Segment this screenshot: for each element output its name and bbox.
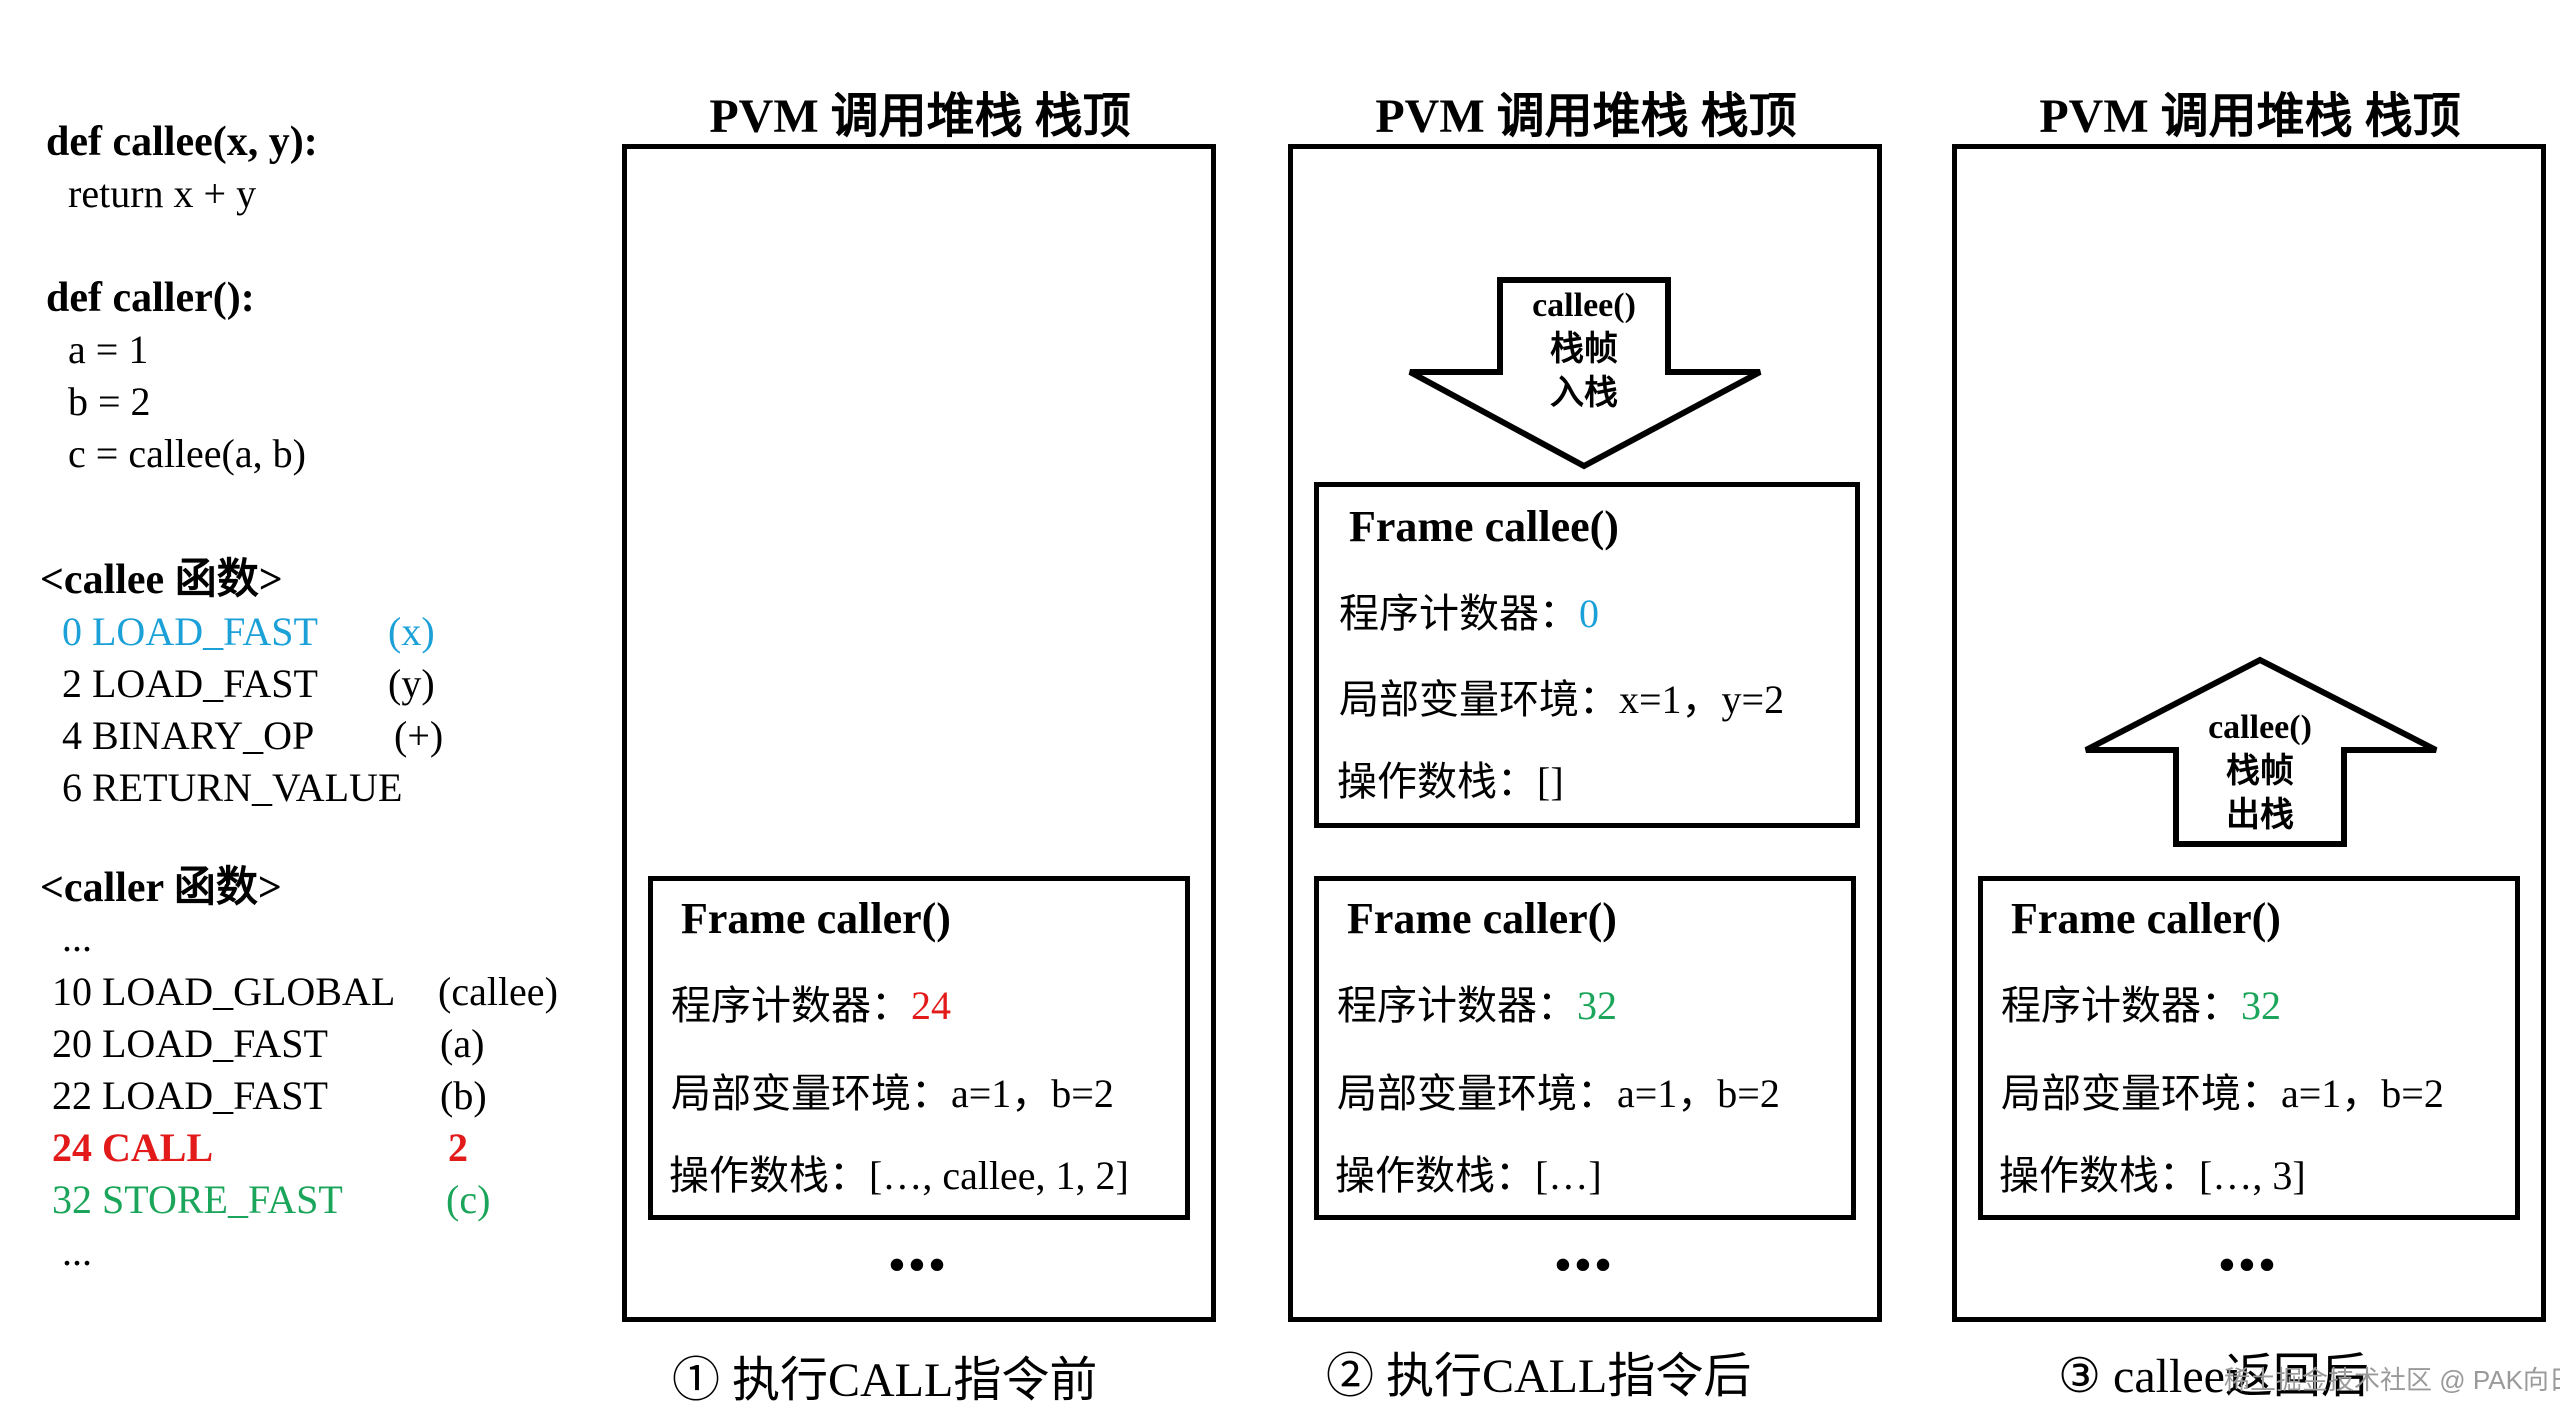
bytecode-op: 20 LOAD_FAST [52, 1021, 328, 1066]
frame-caller: Frame caller() 程序计数器：24 局部变量环境：a=1，b=2 操… [648, 876, 1190, 1220]
bytecode-ellipsis: ... [62, 1229, 92, 1274]
bytecode-arg: (a) [440, 1021, 485, 1066]
bytecode-op-current: 24 CALL [52, 1125, 214, 1170]
bytecode-op: 2 LOAD_FAST [62, 661, 318, 706]
caller-b-line: b = 2 [68, 379, 151, 424]
local-variables: 局部变量环境：a=1，b=2 [1337, 1071, 1780, 1116]
bytecode-arg: (x) [388, 609, 435, 654]
local-variables: 局部变量环境：a=1，b=2 [2001, 1071, 2444, 1116]
arrow-label-line: 出栈 [2226, 797, 2294, 834]
pop-arrow-label: callee() 栈帧 出栈 [2180, 706, 2340, 838]
pc-label: 程序计数器： [671, 983, 911, 1028]
callee-return-line: return x + y [68, 171, 257, 216]
more-frames-ellipsis: ••• [888, 1239, 950, 1290]
pc-label: 程序计数器： [1339, 591, 1579, 636]
arrow-label-line: 入栈 [1550, 375, 1618, 412]
bytecode-ellipsis: ... [62, 915, 92, 960]
frame-callee: Frame callee() 程序计数器：0 局部变量环境：x=1，y=2 操作… [1314, 482, 1860, 828]
caller-a-line: a = 1 [68, 327, 149, 372]
pc-value: 32 [2241, 983, 2281, 1028]
caller-bytecode-heading: <caller 函数> [40, 865, 282, 911]
bytecode-arg: (b) [440, 1073, 487, 1118]
bytecode-op: 4 BINARY_OP [62, 713, 315, 758]
program-counter: 程序计数器：32 [1337, 973, 1617, 1031]
pop-arrow-icon [2084, 656, 2438, 847]
pc-value: 0 [1579, 591, 1599, 636]
panel-title: PVM 调用堆栈 栈顶 [1375, 90, 1797, 143]
panel-caption: ② 执行CALL指令后 [1326, 1350, 1752, 1403]
pc-value: 32 [1577, 983, 1617, 1028]
bytecode-op: 6 RETURN_VALUE [62, 765, 403, 810]
frame-caller: Frame caller() 程序计数器：32 局部变量环境：a=1，b=2 操… [1314, 876, 1856, 1220]
bytecode-arg: (y) [388, 661, 435, 706]
bytecode-op: 10 LOAD_GLOBAL [52, 969, 396, 1014]
push-arrow-icon [1408, 277, 1762, 470]
bytecode-op-next: 32 STORE_FAST [52, 1177, 343, 1222]
panel-title: PVM 调用堆栈 栈顶 [709, 90, 1131, 143]
arrow-label-line: 栈帧 [1550, 331, 1618, 368]
push-arrow-label: callee() 栈帧 入栈 [1504, 284, 1664, 416]
frame-title: Frame caller() [1347, 894, 1617, 943]
bytecode-op: 0 LOAD_FAST [62, 609, 318, 654]
callee-def-line: def callee(x, y): [46, 119, 318, 165]
panel-caption: ③ callee返回后 [2058, 1350, 2369, 1403]
operand-stack: 操作数栈：[] [1337, 759, 1564, 804]
caller-def-line: def caller(): [46, 275, 255, 321]
watermark: 稀土掘金技术社区 @ PAK向日葵 [2224, 1365, 2560, 1395]
frame-title: Frame caller() [2011, 894, 2281, 943]
arrow-label-line: 栈帧 [2226, 753, 2294, 790]
program-counter: 程序计数器：0 [1339, 581, 1599, 639]
program-counter: 程序计数器：32 [2001, 973, 2281, 1031]
more-frames-ellipsis: ••• [1554, 1239, 1616, 1290]
program-counter: 程序计数器：24 [671, 973, 951, 1031]
local-variables: 局部变量环境：x=1，y=2 [1339, 677, 1785, 722]
bytecode-arg: (callee) [438, 969, 558, 1014]
bytecode-arg: (+) [394, 713, 444, 758]
frame-caller: Frame caller() 程序计数器：32 局部变量环境：a=1，b=2 操… [1978, 876, 2520, 1220]
operand-stack: 操作数栈：[…] [1335, 1153, 1602, 1198]
local-variables: 局部变量环境：a=1，b=2 [671, 1071, 1114, 1116]
frame-title: Frame caller() [681, 894, 951, 943]
panel-title: PVM 调用堆栈 栈顶 [2039, 90, 2461, 143]
pc-value: 24 [911, 983, 951, 1028]
arrow-label-line: callee() [1532, 287, 1636, 324]
caller-c-line: c = callee(a, b) [68, 431, 306, 476]
arrow-label-line: callee() [2208, 709, 2312, 746]
operand-stack: 操作数栈：[…, 3] [1999, 1153, 2306, 1198]
bytecode-arg-next: (c) [446, 1177, 491, 1222]
bytecode-op: 22 LOAD_FAST [52, 1073, 328, 1118]
pc-label: 程序计数器： [2001, 983, 2241, 1028]
callee-bytecode-heading: <callee 函数> [40, 557, 283, 603]
panel-caption: ① 执行CALL指令前 [672, 1354, 1098, 1407]
operand-stack: 操作数栈：[…, callee, 1, 2] [669, 1153, 1129, 1198]
pc-label: 程序计数器： [1337, 983, 1577, 1028]
bytecode-arg-current: 2 [448, 1125, 468, 1170]
frame-title: Frame callee() [1349, 502, 1619, 551]
more-frames-ellipsis: ••• [2218, 1239, 2280, 1290]
